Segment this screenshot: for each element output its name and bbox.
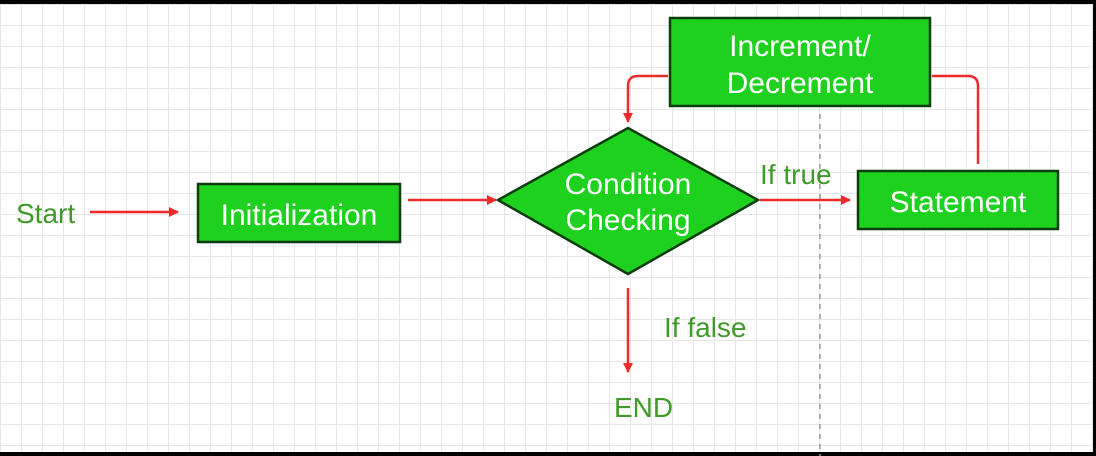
start-label: Start	[16, 198, 75, 229]
arrow-increment-to-condition	[623, 74, 668, 123]
increment-decrement-box: Increment/ Decrement	[668, 16, 932, 108]
condition-label-line2: Checking	[565, 204, 690, 237]
condition-label-line1: Condition	[565, 168, 692, 201]
if-false-label: If false	[664, 312, 746, 343]
if-true-label: If true	[760, 159, 832, 190]
increment-label-line2: Decrement	[727, 67, 874, 100]
statement-label: Statement	[890, 186, 1027, 219]
end-label: END	[614, 392, 673, 423]
initialization-label: Initialization	[221, 199, 378, 232]
increment-label-line1: Increment/	[729, 30, 871, 63]
initialization-box: Initialization	[196, 182, 402, 244]
arrow-statement-to-increment	[932, 74, 980, 164]
flowchart: Initialization Condition Checking Statem…	[16, 16, 1060, 456]
condition-diamond: Condition Checking	[495, 126, 761, 276]
statement-box: Statement	[856, 169, 1060, 231]
